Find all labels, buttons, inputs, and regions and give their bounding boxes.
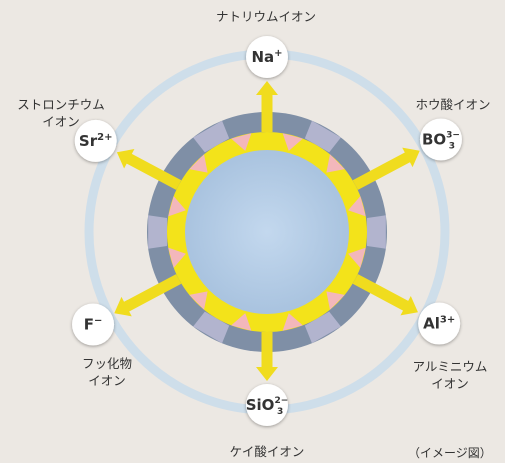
pink-triangle	[231, 313, 252, 331]
pink-triangle	[326, 154, 345, 173]
ion-node-sr: Sr2+	[74, 119, 117, 162]
pink-triangle	[348, 196, 366, 217]
ring-band	[304, 120, 341, 153]
ion-circle	[74, 119, 117, 162]
ion-circle	[246, 36, 288, 78]
ring-band	[148, 215, 167, 249]
ring-band	[193, 120, 230, 153]
ion-formula: F−	[84, 315, 103, 333]
core-circle	[185, 150, 349, 314]
ion-label-al: アルミニウムイオン	[395, 358, 505, 392]
ion-label-na: ナトリウムイオン	[200, 8, 332, 25]
release-arrow	[352, 147, 420, 190]
ring-band	[193, 311, 230, 344]
release-arrow	[256, 332, 278, 381]
ion-node-al: Al3+	[418, 302, 461, 345]
pink-triangle	[189, 154, 208, 173]
pink-triangle	[168, 247, 186, 268]
ion-circle	[72, 303, 115, 346]
pink-triangle	[282, 133, 303, 151]
ion-formula: Al3+	[423, 315, 455, 333]
ion-label-line: ストロンチウム	[17, 97, 105, 112]
release-arrow	[256, 81, 278, 132]
ion-formula: Na+	[251, 48, 282, 66]
ion-label-line: フッ化物	[81, 356, 132, 371]
ion-node-sio: SiO2−3	[246, 384, 289, 426]
image-note: （イメージ図）	[408, 446, 492, 460]
ion-node-na: Na+	[246, 36, 288, 78]
release-arrow	[116, 149, 182, 190]
ion-circle	[419, 118, 462, 161]
ion-node-bo: BO3−3	[419, 118, 462, 161]
ion-formula: Sr2+	[79, 132, 113, 150]
ion-formula: BO3−3	[422, 131, 460, 152]
ion-label-line: アルミニウム	[412, 359, 488, 374]
ion-label-bo: ホウ酸イオン	[405, 96, 501, 113]
pink-triangle	[348, 247, 366, 268]
ion-label-line: イオン	[42, 114, 80, 129]
ion-circle	[246, 384, 288, 426]
ring-band	[304, 311, 341, 344]
ion-formula: SiO2−3	[246, 396, 289, 417]
ion-label-line: イオン	[88, 373, 126, 388]
ion-label-line: ナトリウムイオン	[215, 9, 316, 24]
ion-label-line: ケイ酸イオン	[229, 444, 305, 459]
ion-label-line: イオン	[431, 376, 469, 391]
release-arrow	[352, 274, 418, 316]
ring-band	[367, 215, 386, 249]
ion-label-sio: ケイ酸イオン	[205, 443, 329, 460]
pink-triangle	[168, 196, 186, 217]
release-arrow	[114, 274, 182, 317]
ion-label-line: ホウ酸イオン	[415, 97, 491, 112]
ion-circle	[418, 302, 461, 345]
pink-triangle	[189, 291, 208, 310]
ion-label-sr: ストロンチウムイオン	[0, 96, 122, 130]
pink-triangle	[231, 133, 252, 151]
pink-triangle	[282, 313, 303, 331]
pink-triangle	[326, 291, 345, 310]
ion-label-f: フッ化物イオン	[62, 355, 152, 389]
ion-node-f: F−	[72, 303, 115, 346]
